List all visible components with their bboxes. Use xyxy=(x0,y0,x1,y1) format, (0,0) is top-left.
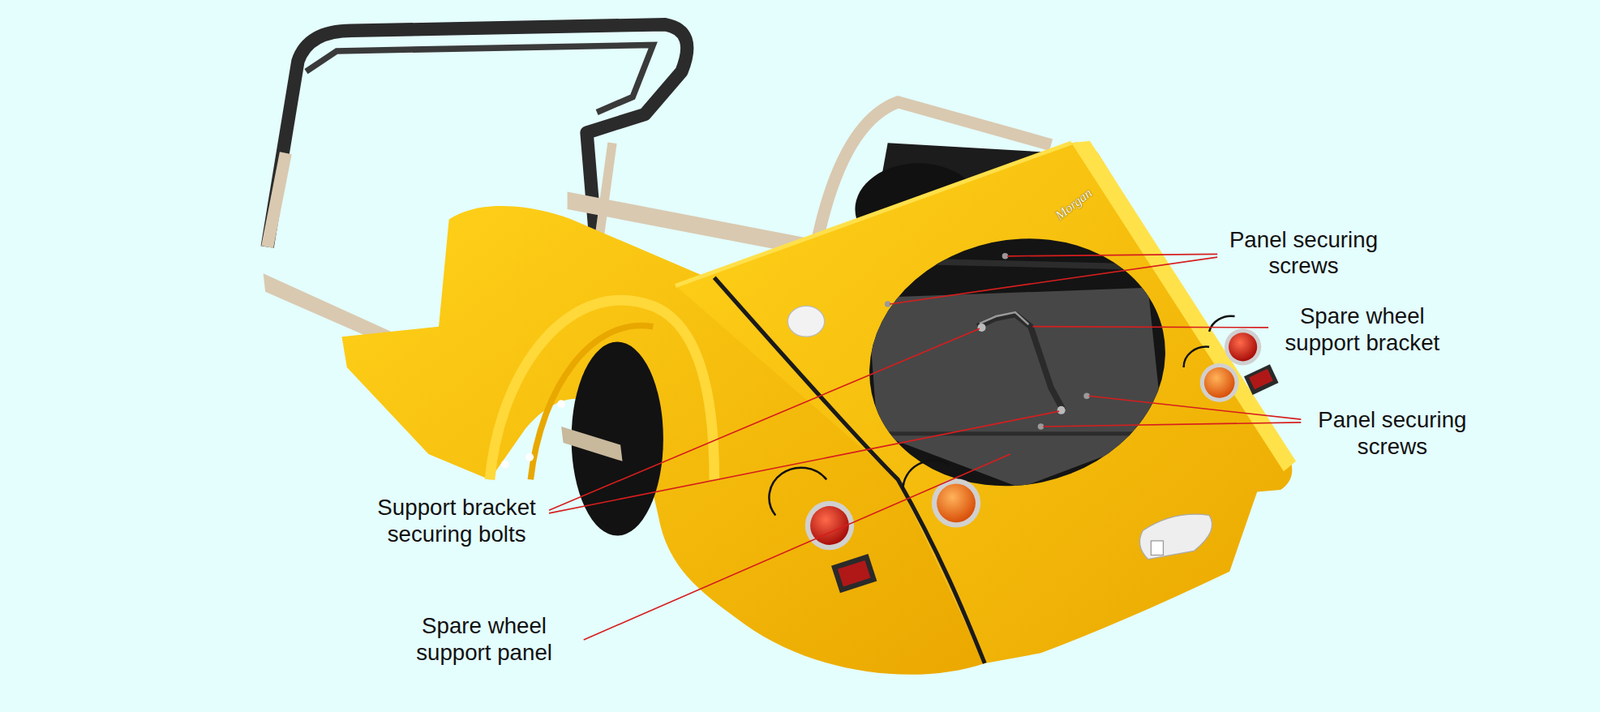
callout-label: Panel securing screws xyxy=(1213,226,1393,279)
leader-lines xyxy=(549,253,1301,640)
callout-label: Spare wheel support bracket xyxy=(1270,303,1455,357)
callout-label: Support bracket securing bolts xyxy=(362,494,552,548)
callout-label: Panel securing screws xyxy=(1303,407,1482,460)
callout-label: Spare wheel support panel xyxy=(394,613,574,666)
